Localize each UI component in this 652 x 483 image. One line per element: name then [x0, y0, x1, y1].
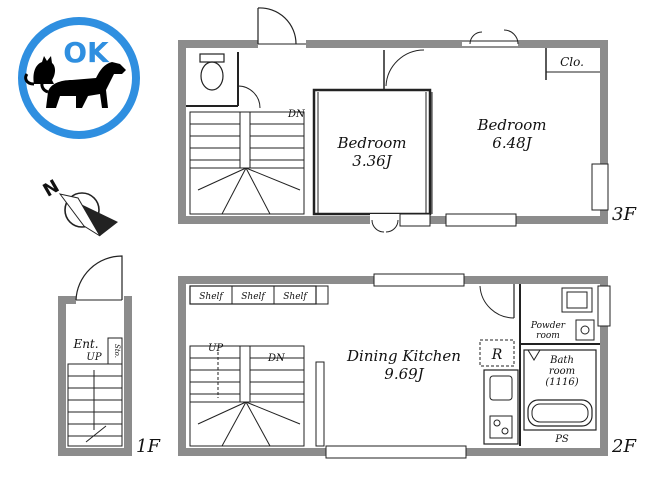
powder-room-l2: room	[536, 331, 560, 341]
entrance-label: Ent.	[72, 337, 98, 351]
bath-room-l2: room	[549, 366, 575, 377]
floor-2f: Shelf Shelf Shelf UP DN Dining	[178, 273, 637, 459]
stair-2f-dn: DN	[267, 353, 286, 364]
shelf-1: Shelf	[199, 292, 224, 302]
shelf-3: Shelf	[283, 292, 308, 302]
powder-room-l1: Powder	[530, 321, 566, 331]
floor-3f: DN Bedroom 3.36J Clo. Bedroom 6.48J 3F	[178, 7, 637, 233]
shoe-storage-label: Sto.	[113, 344, 121, 358]
floor-1f: Sto. Ent. UP 1F	[58, 255, 161, 457]
bedroom-a-name: Bedroom	[337, 134, 407, 152]
bath-room-l3: (1116)	[545, 377, 578, 388]
shelf-2: Shelf	[241, 292, 266, 302]
stair-3f-dn: DN	[287, 109, 306, 120]
ps-label: PS	[554, 434, 569, 445]
bedroom-b-size: 6.48J	[492, 134, 532, 152]
stair-1f	[67, 363, 123, 447]
stair-1f-up: UP	[86, 352, 101, 363]
closet-label: Clo.	[560, 55, 584, 69]
dining-name: Dining Kitchen	[346, 347, 461, 365]
north-arrow-icon: N	[39, 176, 118, 237]
bath-room-l1: Bath	[549, 355, 574, 366]
stair-3f	[189, 111, 305, 215]
floor-3f-label: 3F	[612, 204, 637, 225]
stair-2f-up: UP	[208, 343, 223, 354]
cat-and-dog-icon	[24, 56, 126, 108]
ok-badge: OK	[18, 17, 140, 139]
bedroom-a-size: 3.36J	[352, 152, 392, 170]
bedroom-b-name: Bedroom	[477, 116, 547, 134]
fridge-label: R	[491, 347, 503, 363]
stair-2f	[189, 345, 305, 447]
compass-letter: N	[39, 176, 63, 202]
dining-size: 9.69J	[384, 365, 424, 383]
floor-1f-label: 1F	[136, 436, 161, 457]
floor-2f-label: 2F	[611, 436, 637, 457]
ok-badge-text: OK	[63, 36, 110, 69]
